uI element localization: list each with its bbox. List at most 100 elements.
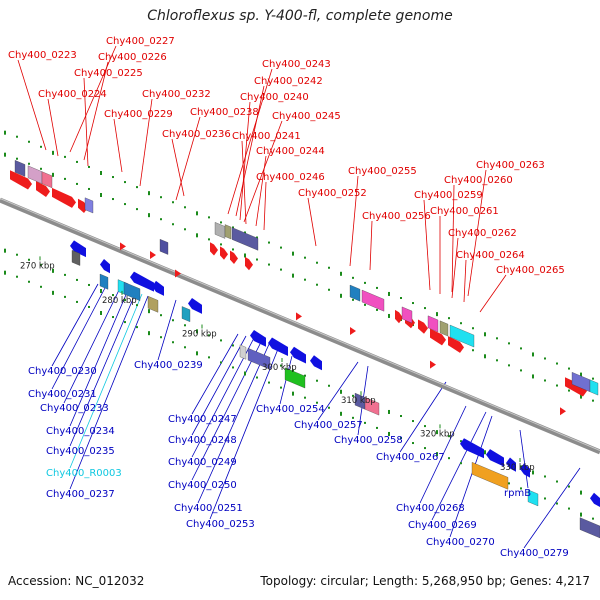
backbone-highlight bbox=[0, 198, 600, 451]
reverse-gene-label: Chy400_0248 bbox=[168, 435, 237, 446]
tick-dot bbox=[340, 271, 342, 276]
tick-dot bbox=[256, 376, 258, 379]
forward-gene-small bbox=[430, 360, 436, 369]
tick-dot bbox=[76, 278, 78, 281]
reverse-gene-label: Chy400_0279 bbox=[500, 548, 569, 559]
tick-dot bbox=[556, 480, 558, 483]
forward-gene-label: Chy400_0243 bbox=[262, 59, 331, 70]
tick-dot bbox=[304, 396, 306, 399]
tick-dot bbox=[448, 435, 450, 438]
forward-gene-label: Chy400_0226 bbox=[98, 52, 167, 63]
tick-dot bbox=[100, 289, 102, 293]
tick-dot bbox=[28, 140, 30, 143]
tick-dot bbox=[508, 342, 510, 345]
reverse-label-connector bbox=[51, 285, 107, 390]
tick-dot bbox=[184, 228, 186, 231]
tick-dot bbox=[460, 322, 462, 325]
reverse-gene-label: Chy400_0234 bbox=[46, 426, 115, 437]
reverse-gene-block bbox=[181, 306, 191, 323]
reverse-gene bbox=[188, 297, 202, 314]
tick-dot bbox=[496, 337, 498, 340]
tick-dot bbox=[268, 381, 270, 384]
label-connectors bbox=[17, 45, 581, 549]
forward-label-connector bbox=[369, 220, 373, 271]
tick-dot bbox=[400, 297, 402, 299]
tick-dot bbox=[304, 374, 306, 377]
reverse-gene bbox=[268, 337, 288, 356]
tick-dot bbox=[52, 172, 54, 177]
tick-dot bbox=[184, 324, 186, 327]
tick-dot bbox=[568, 389, 570, 392]
tick-dot bbox=[268, 263, 270, 266]
forward-gene-label: Chy400_0238 bbox=[190, 107, 259, 118]
tick-dot bbox=[244, 371, 246, 376]
tick-dot bbox=[280, 268, 282, 271]
tick-dot bbox=[100, 171, 102, 175]
reverse-gene-label: Chy400_0268 bbox=[396, 503, 465, 514]
reverse-gene bbox=[290, 346, 306, 364]
tick-dot bbox=[280, 386, 282, 389]
forward-gene bbox=[430, 328, 446, 346]
reverse-label-connector bbox=[317, 361, 359, 421]
forward-gene bbox=[230, 250, 238, 264]
tick-dot bbox=[16, 135, 18, 138]
tick-dot bbox=[364, 421, 366, 424]
tick-dot bbox=[76, 300, 78, 303]
tick-dot bbox=[304, 278, 306, 281]
tick-dot bbox=[88, 165, 90, 168]
tick-dot bbox=[412, 302, 414, 305]
reverse-gene-label: rpmB bbox=[504, 488, 531, 499]
genome-summary: Topology: circular; Length: 5,268,950 bp… bbox=[260, 574, 590, 588]
forward-label-connector bbox=[227, 68, 273, 215]
forward-gene-block bbox=[159, 238, 169, 255]
reverse-gene-block bbox=[364, 397, 380, 416]
forward-gene-block bbox=[231, 227, 259, 251]
tick-dot bbox=[4, 248, 6, 253]
forward-gene-block bbox=[349, 284, 361, 302]
forward-gene-label: Chy400_0241 bbox=[232, 131, 301, 142]
tick-dot bbox=[280, 364, 282, 367]
tick-dot bbox=[208, 216, 210, 219]
forward-gene-label: Chy400_0263 bbox=[476, 160, 545, 171]
tick-dot bbox=[520, 347, 522, 350]
tick-dot bbox=[292, 251, 294, 256]
tick-dot bbox=[40, 145, 42, 148]
forward-gene-small bbox=[350, 327, 356, 335]
tick-dot bbox=[364, 303, 366, 306]
reverse-gene-label: Chy400_0239 bbox=[134, 360, 203, 371]
forward-gene bbox=[36, 181, 50, 197]
tick-dot bbox=[484, 354, 486, 359]
reverse-gene-label: Chy400_0258 bbox=[334, 435, 403, 446]
reverse-gene bbox=[310, 355, 322, 371]
tick-dot bbox=[316, 401, 318, 404]
tick-dot bbox=[508, 364, 510, 367]
tick-dot bbox=[64, 155, 66, 158]
tick-dot bbox=[28, 280, 30, 283]
tick-dot bbox=[352, 416, 354, 419]
tick-dot bbox=[580, 394, 582, 399]
forward-label-connector bbox=[175, 116, 201, 201]
reverse-gene-label: Chy400_0233 bbox=[40, 403, 109, 414]
tick-dot bbox=[52, 150, 54, 155]
tick-dot bbox=[112, 176, 114, 179]
tick-dot bbox=[40, 263, 42, 266]
tick-dot bbox=[316, 379, 318, 382]
tick-dot bbox=[436, 430, 438, 435]
tick-dot bbox=[292, 391, 294, 396]
forward-gene bbox=[245, 256, 253, 271]
forward-label-connector bbox=[463, 259, 467, 303]
tick-dot bbox=[160, 336, 162, 339]
reverse-gene-block bbox=[123, 281, 141, 302]
reverse-label-connector bbox=[157, 299, 177, 361]
forward-label-connector bbox=[349, 175, 359, 267]
tick-dot bbox=[256, 236, 258, 239]
rna-gene-label: Chy400_R0003 bbox=[46, 468, 122, 479]
tick-dot bbox=[436, 312, 438, 317]
forward-gene-label: Chy400_0259 bbox=[414, 190, 483, 201]
tick-dot bbox=[388, 313, 390, 318]
tick-dot bbox=[112, 198, 114, 201]
tick-dot bbox=[580, 512, 582, 517]
tick-dot bbox=[268, 241, 270, 244]
tick-dot bbox=[448, 317, 450, 320]
tick-dot bbox=[220, 221, 222, 224]
